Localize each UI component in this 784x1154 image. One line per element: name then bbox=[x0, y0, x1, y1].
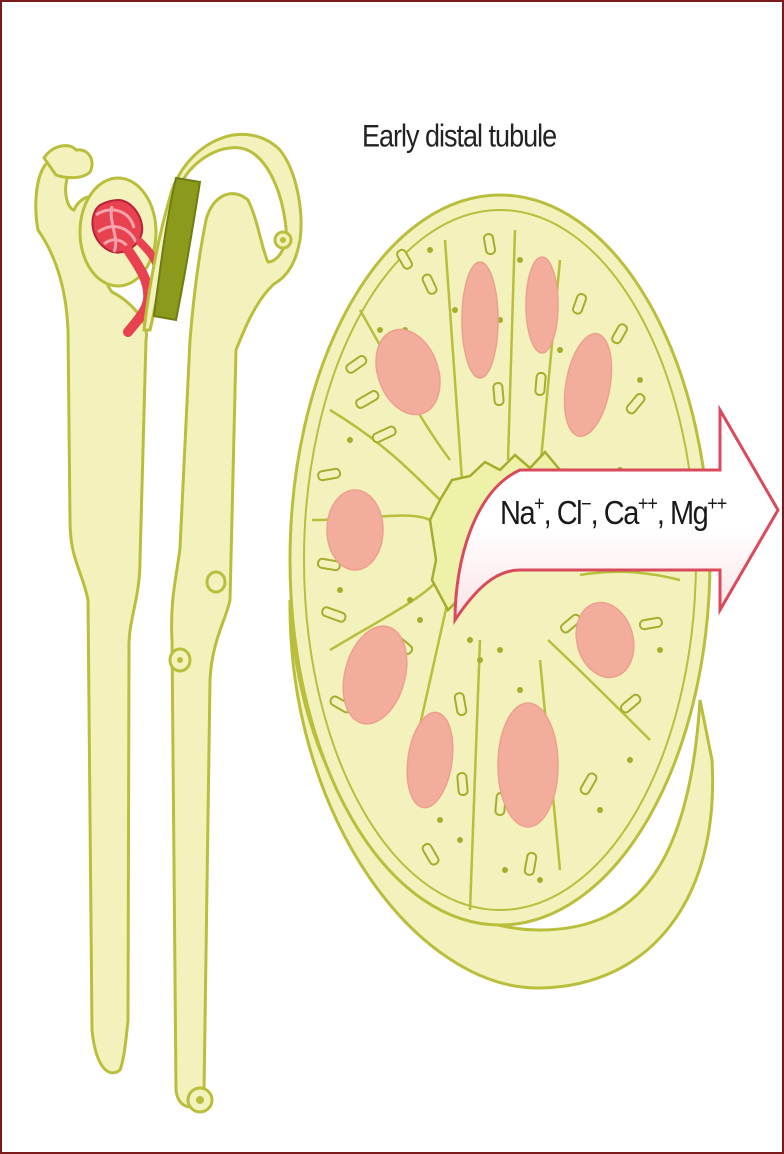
nucleus bbox=[526, 257, 558, 353]
branch-opening bbox=[280, 237, 286, 243]
nucleus bbox=[462, 262, 498, 378]
nucleus bbox=[327, 490, 383, 570]
tubule-cross-section bbox=[290, 195, 778, 988]
ion-magnesium: Mg++ bbox=[670, 495, 726, 532]
collecting-duct-lumen bbox=[196, 1096, 204, 1104]
ion-calcium: Ca++ bbox=[604, 495, 657, 532]
proximal-tubule bbox=[36, 160, 147, 1073]
branch-opening bbox=[177, 657, 183, 663]
branch-opening bbox=[207, 572, 225, 592]
nephron bbox=[36, 134, 301, 1112]
ion-chloride: Cl− bbox=[557, 495, 591, 532]
diagram-title: Early distal tubule bbox=[362, 118, 556, 155]
ion-label: Na+, Cl−, Ca++, Mg++ bbox=[500, 492, 726, 533]
nucleus bbox=[498, 703, 558, 827]
ion-sodium: Na+ bbox=[500, 495, 544, 532]
